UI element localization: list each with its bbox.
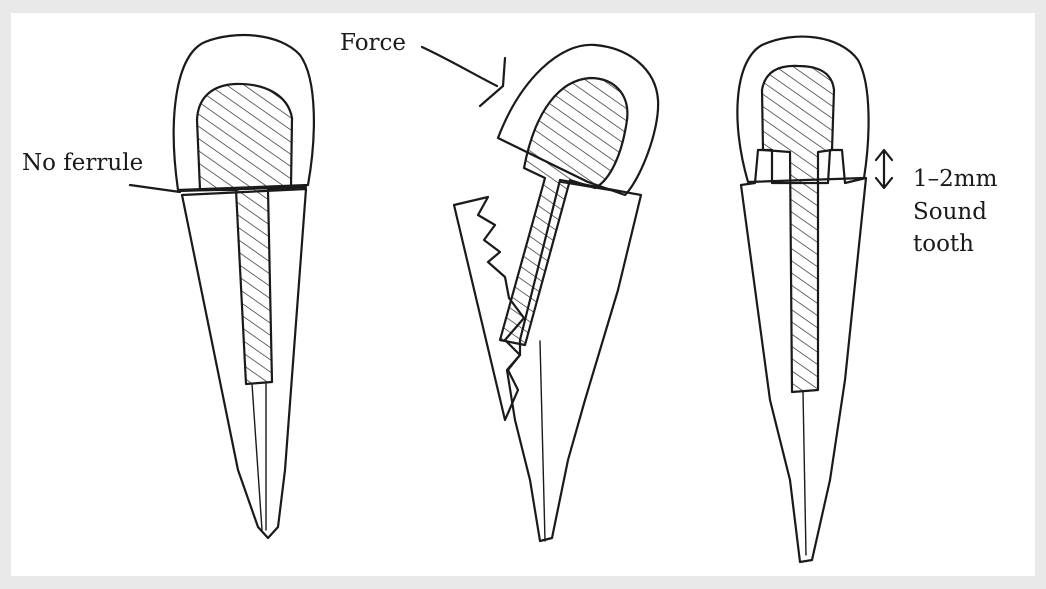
measurement-label-line2: Sound: [913, 199, 987, 225]
double-arrow-icon: [876, 150, 892, 188]
tooth-no-ferrule: [174, 35, 314, 538]
force-label: Force: [340, 30, 406, 56]
post-core: [500, 78, 627, 345]
tooth-fractured: [454, 45, 658, 541]
canal-lines: [252, 384, 266, 530]
canal-line: [803, 392, 806, 555]
root-outline: [507, 180, 641, 541]
no-ferrule-label: No ferrule: [22, 150, 143, 176]
no-ferrule-pointer: [130, 185, 180, 192]
force-arrow-icon: [422, 47, 505, 106]
measurement-label-line1: 1–2mm: [913, 166, 997, 192]
measurement-label-line3: tooth: [913, 231, 974, 257]
tooth-with-ferrule: [737, 37, 868, 562]
post-core: [762, 66, 834, 392]
